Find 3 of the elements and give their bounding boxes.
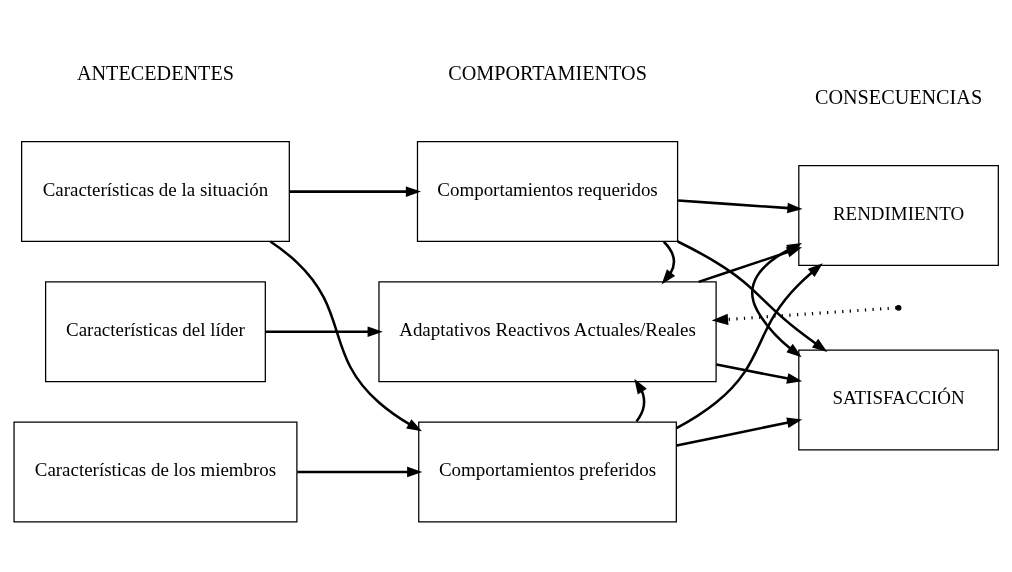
label: COMPORTAMIENTOS <box>447 62 647 85</box>
label: CONSECUENCIAS <box>814 86 982 109</box>
label: ANTECEDENTES <box>76 62 234 85</box>
